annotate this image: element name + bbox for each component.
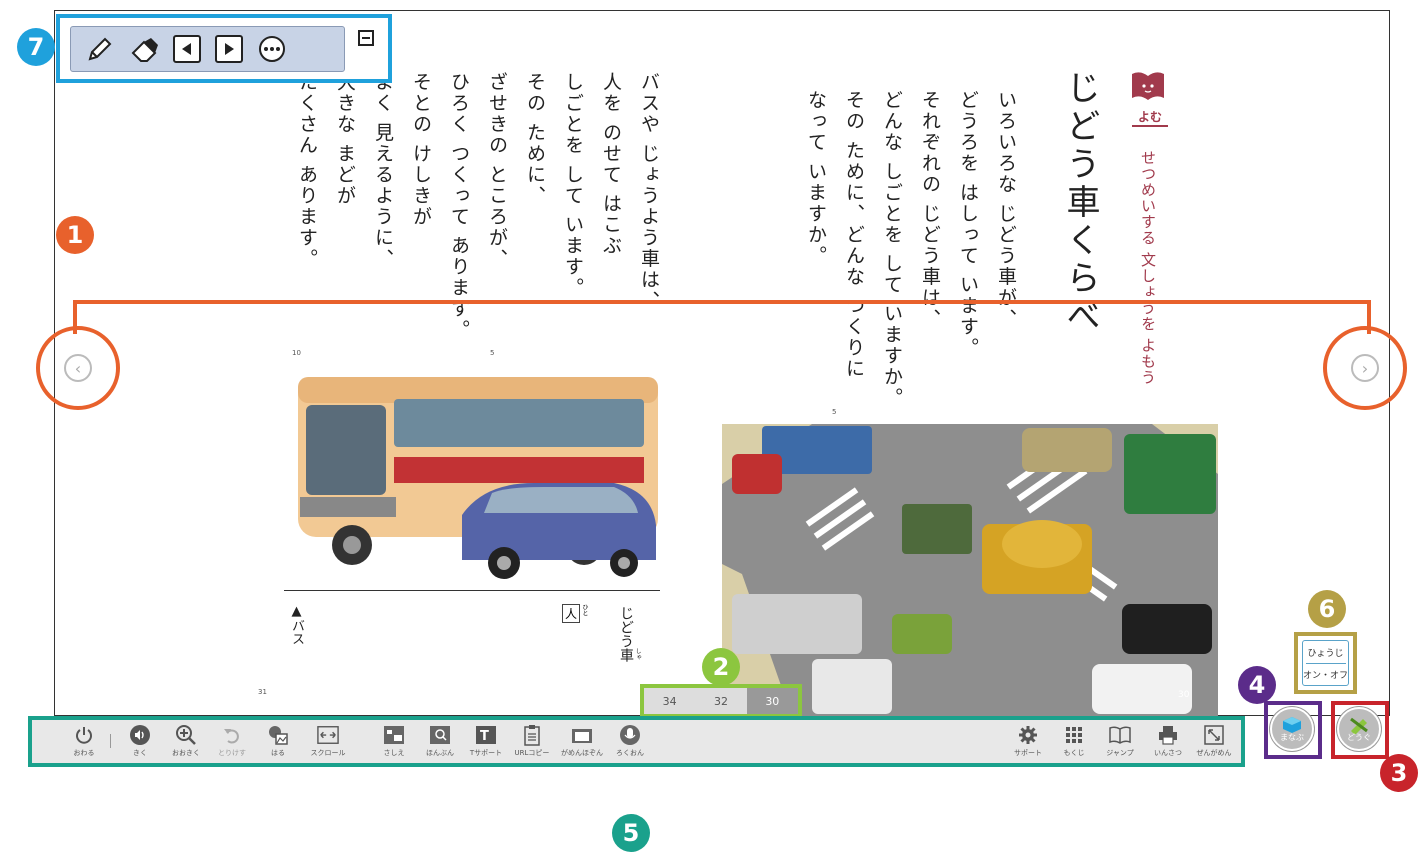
pencil-icon[interactable]	[85, 34, 115, 64]
line-mark: 10	[292, 349, 301, 357]
badge-2: 2	[702, 648, 740, 686]
badge-4: 4	[1238, 666, 1276, 704]
url-copy-icon	[521, 724, 543, 746]
toc-button[interactable]: もくじ	[1052, 724, 1096, 758]
yomu-label: よむ	[1132, 108, 1168, 127]
bus-illustration	[298, 377, 658, 579]
badge-7: 7	[17, 28, 55, 66]
svg-text:T: T	[480, 729, 489, 744]
page-indicator-32[interactable]: 32	[713, 694, 728, 708]
text-zoom-icon	[429, 724, 451, 746]
page-indicator-30[interactable]: 30	[746, 688, 798, 714]
gear-icon	[1017, 724, 1039, 746]
caption-divider	[284, 590, 660, 591]
cube-icon	[1283, 716, 1301, 733]
tools-icon	[1350, 717, 1368, 734]
vocab-jidousha-ruby: しゃ	[634, 648, 641, 660]
nav-bracket-right-leg	[1367, 300, 1371, 334]
dougu-highlight: どうぐ	[1331, 701, 1389, 759]
book-icon	[1109, 724, 1131, 746]
display-toggle-button[interactable]: ひょうじ オン・オフ	[1302, 640, 1349, 686]
record-button[interactable]: ろくおん	[608, 724, 652, 758]
scroll-button[interactable]: スクロール	[306, 724, 350, 758]
page-indicator: 34 32 30	[640, 684, 802, 718]
listen-button[interactable]: きく	[118, 724, 162, 758]
grid-icon	[1063, 724, 1085, 746]
support-button[interactable]: サポート	[1006, 724, 1050, 758]
prev-page-highlight: ‹	[36, 326, 120, 410]
prev-page-button[interactable]: ‹	[64, 354, 92, 382]
lesson-title: じどう車くらべ	[1060, 70, 1100, 336]
print-button[interactable]: いんさつ	[1146, 724, 1190, 758]
paragraph-intro: いろいろな じどう車が、 どうろを はしって います。 それぞれの じどう車は、…	[805, 90, 1017, 409]
text-zoom-button[interactable]: ほんぶん	[418, 724, 462, 758]
fullscreen-button[interactable]: ぜんがめん	[1192, 724, 1236, 758]
more-icon[interactable]	[257, 34, 287, 64]
pen-toolbar	[70, 26, 345, 72]
nav-bracket-horizontal	[73, 300, 1371, 304]
lesson-subtitle: せつめいする 文しょうを よもう	[1139, 150, 1157, 386]
scroll-icon	[317, 724, 339, 746]
badge-1: 1	[56, 216, 94, 254]
paragraph-bus: バスや じょうよう車は、 人を のせて はこぶ しごとを して います。 その …	[296, 72, 660, 341]
dougu-button[interactable]: どうぐ	[1337, 707, 1381, 751]
pen-toolbar-highlight	[56, 14, 392, 83]
undo-button[interactable]: とりけす	[210, 724, 254, 758]
jump-button[interactable]: ジャンプ	[1098, 724, 1142, 758]
next-page-button[interactable]: ›	[1351, 354, 1379, 382]
paste-image-icon	[267, 724, 289, 746]
teacher-support-button[interactable]: T Tサポート	[464, 724, 508, 758]
paste-image-button[interactable]: はる	[256, 724, 300, 758]
fullscreen-icon	[1203, 724, 1225, 746]
illustration-button[interactable]: さしえ	[372, 724, 416, 758]
bus-caption: ▲バス	[289, 604, 304, 645]
bottom-toolbar: おわる きく おおきく とりけす はる スクロール さしえ ほんぶん T Tサポ…	[28, 716, 1245, 767]
page-indicator-34[interactable]: 34	[662, 694, 677, 708]
camera-icon	[571, 724, 593, 746]
zoom-in-button[interactable]: おおきく	[164, 724, 208, 758]
display-toggle-highlight: ひょうじ オン・オフ	[1294, 632, 1357, 694]
collapse-icon[interactable]	[358, 30, 374, 46]
city-page-number: 30	[1178, 690, 1190, 700]
speaker-icon	[129, 724, 151, 746]
next-page-highlight: ›	[1323, 326, 1407, 410]
line-mark: 5	[490, 349, 495, 357]
vocab-jidousha: じどう車	[618, 606, 634, 662]
divider	[1305, 662, 1346, 664]
manabu-highlight: まなぶ	[1264, 701, 1322, 759]
eraser-icon[interactable]	[129, 34, 159, 64]
badge-6: 6	[1308, 590, 1346, 628]
next-icon[interactable]	[215, 35, 243, 63]
nav-bracket-left-leg	[73, 300, 77, 334]
badge-3: 3	[1380, 754, 1418, 792]
toolbar-separator	[110, 734, 111, 748]
printer-icon	[1157, 724, 1179, 746]
manabu-button[interactable]: まなぶ	[1270, 707, 1314, 751]
line-mark: 5	[832, 408, 837, 416]
power-icon	[73, 724, 95, 746]
prev-icon[interactable]	[173, 35, 201, 63]
vocab-hito: 人	[562, 604, 581, 623]
mic-icon	[619, 724, 641, 746]
teacher-support-icon: T	[475, 724, 497, 746]
yomu-book-icon	[1130, 70, 1166, 102]
undo-icon	[221, 724, 243, 746]
badge-5: 5	[612, 814, 650, 852]
city-intersection-illustration: 30	[722, 424, 1218, 717]
page-number-left: 31	[258, 688, 267, 696]
end-button[interactable]: おわる	[62, 724, 106, 758]
vocab-hito-ruby: ひと	[581, 604, 588, 616]
screenshot-button[interactable]: がめんほぞん	[560, 724, 604, 758]
url-copy-button[interactable]: URLコピー	[510, 724, 554, 758]
illustration-icon	[383, 724, 405, 746]
zoom-in-icon	[175, 724, 197, 746]
